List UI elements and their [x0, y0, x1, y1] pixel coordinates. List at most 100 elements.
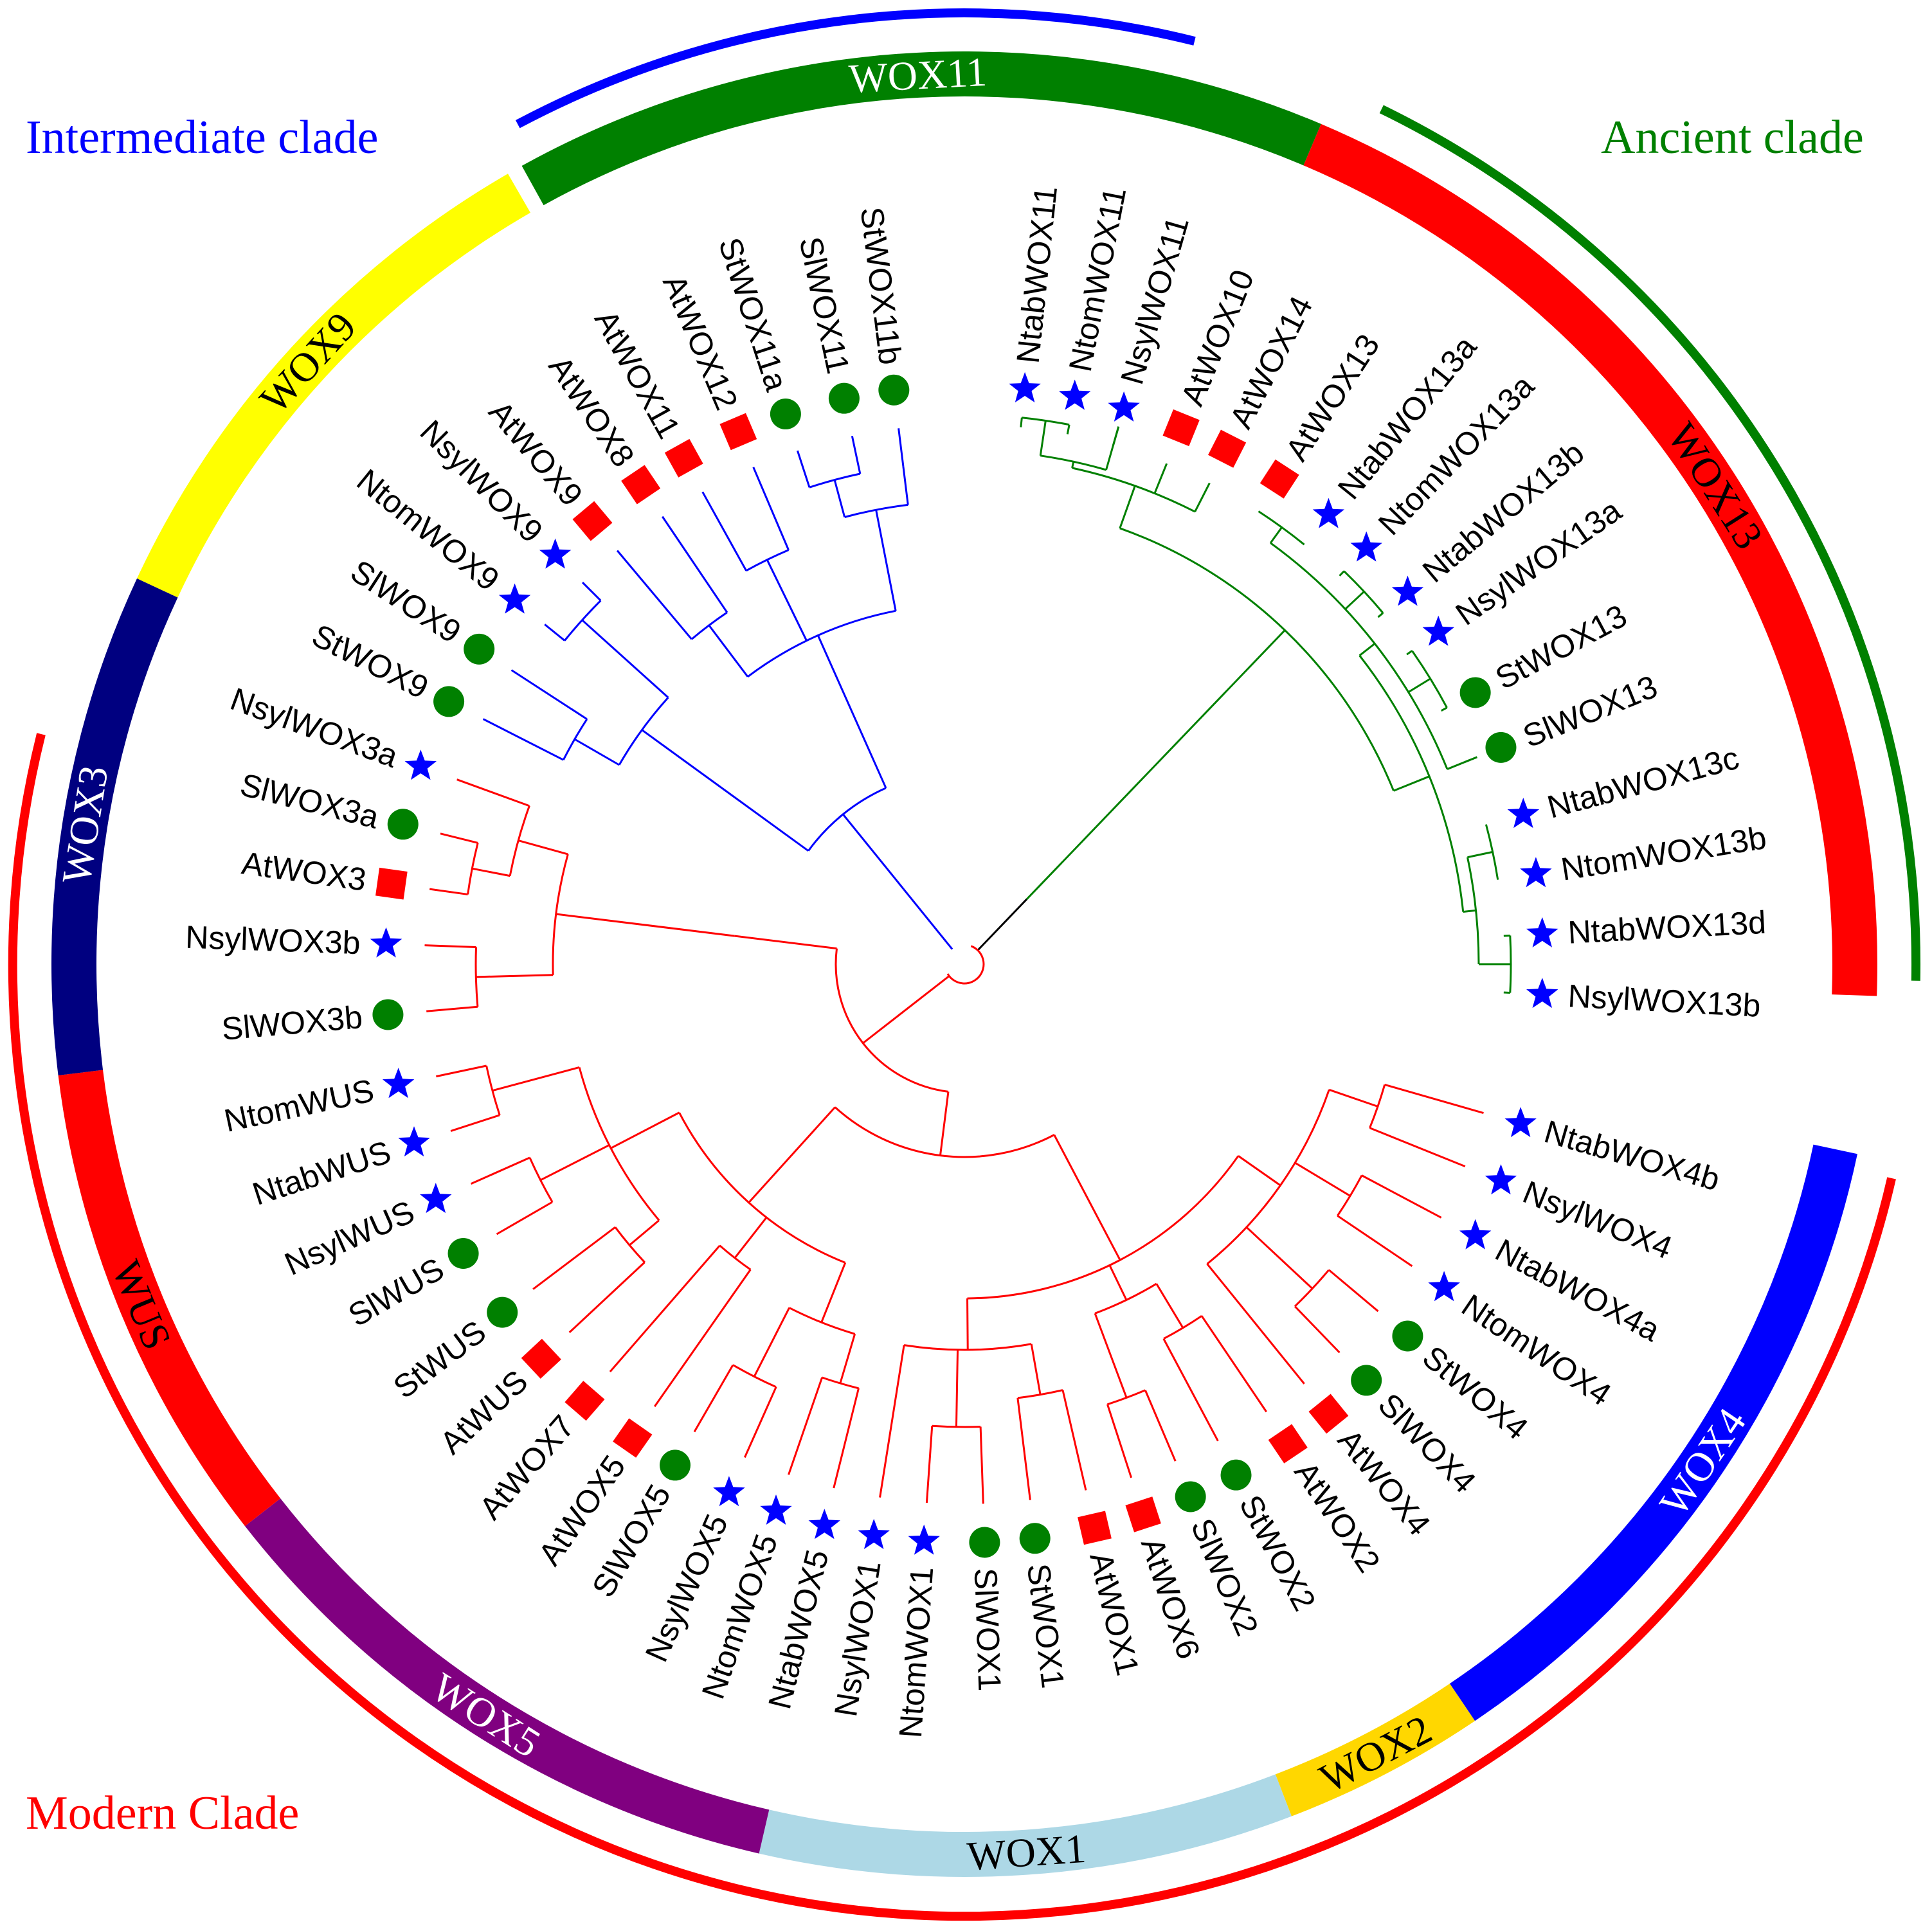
leaf-markers — [370, 372, 1558, 1558]
branch-arc — [1206, 1089, 1330, 1265]
branch — [1112, 426, 1120, 445]
branch — [1066, 424, 1070, 435]
branch-arc — [474, 947, 479, 1007]
branch — [925, 1426, 934, 1503]
marker-ntabwox4b-star-icon — [1504, 1107, 1537, 1138]
branch — [862, 975, 950, 1045]
leaf-label-ntomwus: NtomWUS — [221, 1072, 377, 1139]
branch-arc — [509, 805, 530, 876]
marker-atwox10-square-icon — [1162, 409, 1200, 447]
marker-atwox2-square-icon — [1268, 1424, 1308, 1464]
branch-arc — [691, 611, 728, 640]
marker-nsylwus-star-icon — [420, 1183, 452, 1214]
branch — [1053, 1134, 1121, 1261]
leaf-label-ntabwox13d: NtabWOX13d — [1567, 904, 1767, 951]
branch — [1384, 1083, 1484, 1114]
ancient-clade-label: Ancient clade — [1601, 111, 1864, 164]
root-arc — [946, 945, 985, 985]
leaf-label-stwox9: StWOX9 — [306, 617, 434, 706]
branch — [1071, 461, 1075, 469]
branch — [1016, 1397, 1031, 1500]
branch-arc — [1343, 570, 1384, 614]
branch — [574, 738, 620, 766]
branch-arc — [1294, 1269, 1330, 1307]
branch — [977, 898, 1028, 951]
subfamily-label-wox4: WOX4 — [1650, 1400, 1755, 1524]
branch-arc — [1485, 824, 1499, 880]
marker-atwox11-square-icon — [664, 438, 703, 478]
marker-atwox14-square-icon — [1208, 429, 1247, 468]
leaf-label-slwus: SlWUS — [342, 1251, 450, 1334]
branch — [600, 636, 669, 699]
branch — [471, 1156, 530, 1185]
marker-ntomwox1-star-icon — [908, 1524, 940, 1555]
marker-ntabwox13b-star-icon — [1391, 575, 1424, 606]
marker-ntomwox13b-star-icon — [1520, 857, 1552, 888]
branch-arc — [564, 600, 602, 642]
branch — [903, 888, 953, 950]
branch — [496, 1201, 553, 1235]
leaf-label-nsylwox13b: NsylWOX13b — [1567, 978, 1762, 1024]
branch-arc — [747, 609, 896, 677]
branch-arc — [1258, 510, 1305, 546]
marker-atwox3-square-icon — [375, 867, 408, 900]
subfamily-band-wox9 — [137, 174, 530, 598]
branch — [1377, 612, 1384, 618]
branch — [610, 1111, 680, 1149]
branch — [429, 888, 468, 895]
branch — [426, 1005, 478, 1012]
branch-arc — [967, 1155, 1240, 1300]
marker-ntomwox11-star-icon — [1059, 379, 1091, 410]
branch-arc — [552, 854, 569, 975]
branch — [1200, 1315, 1267, 1413]
branch — [1465, 756, 1477, 763]
branch — [743, 1386, 777, 1458]
subfamily-label-wox11: WOX11 — [848, 49, 988, 102]
marker-slwox5-circle-icon — [660, 1449, 691, 1481]
marker-stwox11a-circle-icon — [770, 399, 801, 430]
subfamily-band-wox3 — [51, 578, 178, 1076]
marker-nsylwox11-star-icon — [1108, 391, 1140, 422]
branch — [748, 1106, 836, 1203]
branch-arc — [745, 549, 790, 572]
leaf-label-slwox3a: SlWOX3a — [237, 766, 383, 835]
branch — [1269, 526, 1283, 544]
branch — [842, 813, 905, 890]
leaf-label-ntabwox4b: NtabWOX4b — [1540, 1113, 1724, 1198]
branch — [1153, 463, 1168, 494]
subfamily-label-wox3: WOX3 — [53, 763, 117, 888]
branch — [1039, 420, 1047, 456]
marker-ntomwox4-star-icon — [1428, 1271, 1460, 1302]
subfamily-label-wox5: WOX5 — [424, 1664, 548, 1766]
leaf-label-atwox3: AtWOX3 — [240, 845, 368, 898]
branch — [820, 1262, 847, 1323]
leaf-label-stwus: StWUS — [387, 1313, 493, 1405]
marker-ntomwox5-star-icon — [760, 1494, 792, 1525]
branch — [482, 718, 564, 761]
intermediate-clade-label: Intermediate clade — [26, 111, 379, 164]
branch — [1328, 1269, 1379, 1313]
branch — [1144, 1390, 1177, 1462]
marker-atwox9-square-icon — [572, 501, 613, 541]
marker-nsylwox3b-star-icon — [370, 927, 402, 958]
branch — [476, 974, 554, 978]
branch — [734, 1217, 768, 1259]
subfamily-band-wox11 — [521, 51, 1321, 206]
marker-atwox6-square-icon — [1125, 1496, 1161, 1532]
branch-arc — [1107, 1389, 1146, 1406]
subfamily-label-wus: WUS — [103, 1254, 180, 1356]
branch — [1206, 1263, 1305, 1385]
branch — [1294, 1305, 1341, 1354]
branch — [581, 581, 602, 602]
marker-ntabwox11-star-icon — [1009, 372, 1041, 402]
branch — [450, 1114, 500, 1133]
branch — [532, 1226, 616, 1290]
subfamily-band-wox1 — [759, 1774, 1292, 1877]
marker-ntabwox4a-star-icon — [1459, 1219, 1492, 1250]
marker-ntomwus-star-icon — [382, 1068, 415, 1099]
branch — [1020, 417, 1023, 427]
marker-nsylwox13a-star-icon — [1422, 615, 1454, 646]
branch — [1108, 1264, 1128, 1301]
branch-arc — [822, 1376, 859, 1390]
branch — [1359, 643, 1376, 656]
